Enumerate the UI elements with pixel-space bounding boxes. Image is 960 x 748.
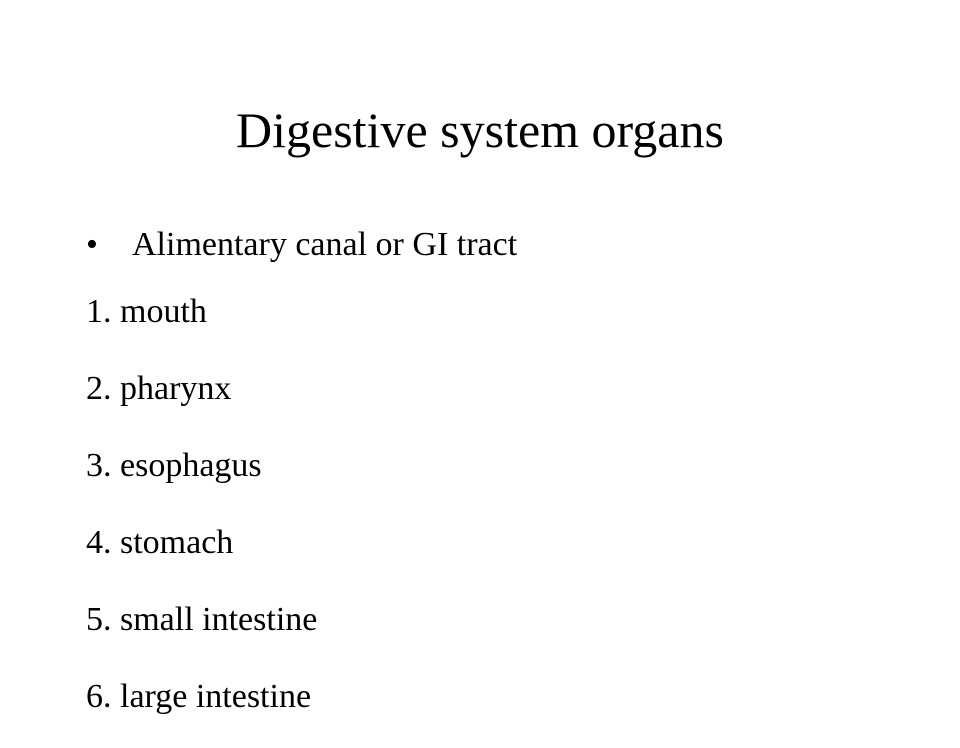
bullet-icon: •	[86, 226, 98, 263]
slide-title: Digestive system organs	[236, 102, 724, 158]
list-item-esophagus: 3. esophagus	[86, 447, 262, 484]
list-item-small-intestine: 5. small intestine	[86, 601, 318, 638]
organ-list: 1. mouth 2. pharynx 3. esophagus 4. stom…	[86, 286, 317, 748]
list-item-stomach: 4. stomach	[86, 524, 234, 561]
list-item-pharynx: 2. pharynx	[86, 370, 232, 407]
bullet-text: Alimentary canal or GI tract	[132, 226, 518, 263]
list-item-large-intestine: 6. large intestine	[86, 678, 312, 715]
slide: Digestive system organs • Alimentary can…	[86, 102, 724, 715]
list-item-mouth: 1. mouth	[86, 293, 207, 330]
bullet-item: • Alimentary canal or GI tract	[86, 219, 517, 271]
